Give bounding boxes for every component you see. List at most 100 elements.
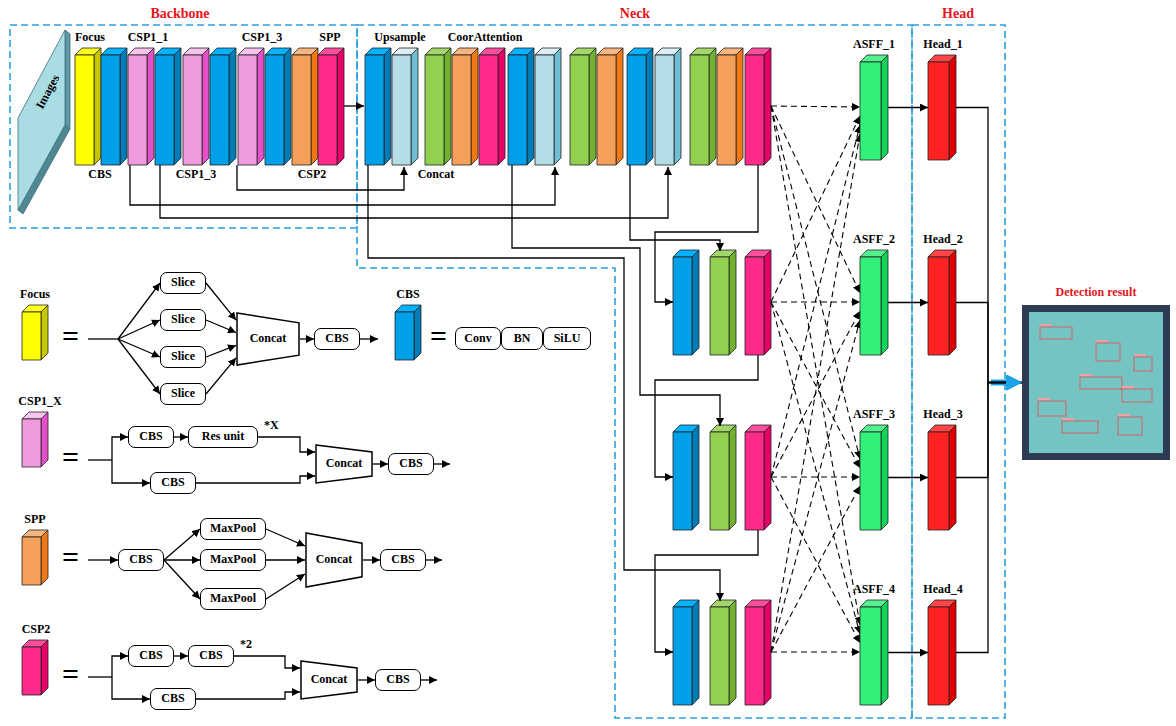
prism-face — [949, 425, 956, 530]
operation-box: CBS — [150, 688, 196, 710]
prism-face — [22, 312, 41, 360]
prism-face — [452, 55, 471, 165]
operation-box: Conv — [455, 327, 501, 350]
prism-face — [690, 55, 709, 165]
wire — [344, 105, 364, 106]
layer-block: Head_3 — [928, 425, 956, 530]
connector — [258, 437, 315, 452]
block-label: CSP1_X — [18, 395, 61, 408]
prism-face — [22, 640, 48, 647]
operation-box: CBS — [128, 645, 174, 667]
prism-face — [318, 48, 344, 55]
prism-face — [597, 48, 623, 55]
block-shape — [22, 412, 48, 467]
layer-block: ASFF_2 — [860, 250, 888, 355]
prism-face — [860, 62, 881, 160]
prism-face — [337, 48, 344, 165]
operation-box: Slice — [160, 272, 206, 294]
prism-face — [238, 48, 264, 55]
operation-box: CBS — [380, 549, 426, 571]
operation-box: MaxPool — [200, 588, 266, 610]
prism-face — [41, 412, 48, 467]
wire — [237, 165, 404, 190]
connector — [956, 383, 1022, 478]
block-shape — [238, 48, 264, 165]
detection-tag — [1134, 354, 1146, 356]
prism-face — [709, 48, 716, 165]
concat-label: Concat — [311, 673, 348, 686]
prism-face — [673, 600, 699, 607]
prism-face — [425, 55, 444, 165]
block-shape — [860, 425, 888, 530]
prism-face — [22, 530, 48, 537]
prism-face — [292, 48, 318, 55]
layer-block: Upsample — [365, 48, 391, 165]
layer-block: CSP2 — [22, 640, 48, 695]
detection-tag — [1118, 414, 1130, 416]
prism-face — [881, 425, 888, 530]
connector — [956, 303, 1022, 383]
equals-sign: = — [62, 542, 79, 572]
wire — [368, 165, 720, 601]
box-label: CBS — [325, 332, 348, 345]
prism-face — [535, 48, 561, 55]
prism-face — [710, 432, 729, 530]
concat-trapezoid: Concat — [236, 312, 300, 366]
concat-trapezoid: Concat — [300, 660, 358, 700]
dashed-link — [771, 651, 860, 652]
block-shape — [365, 48, 391, 165]
prism-face — [860, 432, 881, 530]
box-label: MaxPool — [210, 522, 256, 535]
prism-face — [745, 600, 771, 607]
prism-face — [949, 600, 956, 705]
block-shape — [860, 600, 888, 705]
prism-face — [764, 250, 771, 355]
prism-face — [155, 55, 174, 165]
detection-tag — [1096, 340, 1108, 342]
dashed-link — [771, 106, 860, 625]
dashed-link — [771, 302, 860, 634]
detection-box — [1134, 357, 1152, 371]
prism-face — [479, 48, 505, 55]
prism-face — [710, 257, 729, 355]
prism-face — [928, 250, 956, 257]
connector — [206, 320, 236, 333]
prism-face — [673, 257, 692, 355]
prism-face — [570, 55, 589, 165]
block-label: SPP — [319, 31, 340, 44]
prism-face — [101, 55, 120, 165]
connector — [174, 436, 188, 437]
prism-face — [860, 607, 881, 705]
prism-face — [384, 48, 391, 165]
prism-face — [257, 48, 264, 165]
wire — [655, 355, 758, 477]
prism-face — [764, 600, 771, 705]
block-label: CoorAttention — [448, 31, 523, 44]
box-label: MaxPool — [210, 592, 256, 605]
block-shape — [292, 48, 318, 165]
block-label: Head_2 — [923, 233, 962, 246]
box-label: CBS — [386, 673, 409, 686]
prism-face — [22, 537, 41, 585]
prism-face — [318, 55, 337, 165]
trapezoid-outline — [306, 533, 362, 587]
prism-face — [589, 48, 596, 165]
block-label: Head_1 — [923, 38, 962, 51]
layer-block: ASFF_4 — [860, 600, 888, 705]
prism-face — [411, 48, 418, 165]
prism-face — [710, 607, 729, 705]
layer-block: CBS — [101, 48, 127, 165]
detection-tag — [1080, 374, 1092, 376]
image-slab — [16, 30, 72, 214]
detection-tag — [1062, 418, 1074, 420]
connector — [164, 559, 200, 560]
prism-face — [471, 48, 478, 165]
dashed-link — [771, 477, 860, 643]
connector — [300, 338, 314, 339]
connector — [956, 383, 1022, 653]
prism-face — [311, 48, 318, 165]
prism-face — [265, 48, 291, 55]
detection-tag — [1040, 324, 1052, 326]
prism-face — [729, 600, 736, 705]
prism-face — [508, 48, 534, 55]
